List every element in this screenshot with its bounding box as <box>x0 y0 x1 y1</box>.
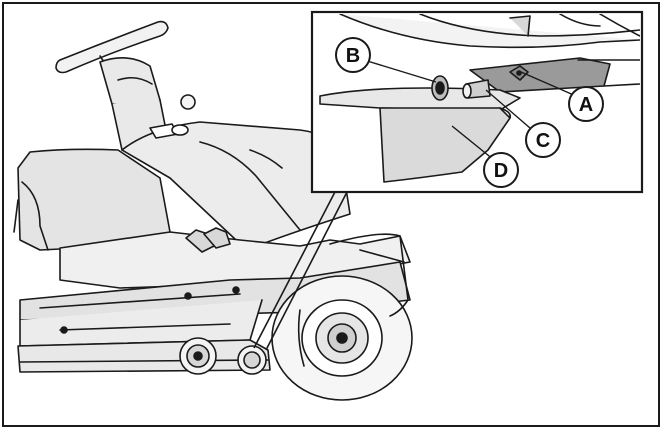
leader-b <box>363 59 437 83</box>
a-bolt <box>509 65 529 81</box>
deflector-panel <box>379 107 511 183</box>
leader-d <box>451 125 495 161</box>
callout-c: C <box>525 122 561 158</box>
callout-d: D <box>483 152 519 188</box>
leader-lines <box>363 59 577 161</box>
throttle-knob <box>180 94 196 110</box>
callout-a-label: A <box>579 94 593 116</box>
rear-wheel <box>271 275 413 401</box>
mower-illustration <box>13 20 413 401</box>
callout-d-label: D <box>494 160 508 182</box>
cutting-deck <box>17 339 271 373</box>
callout-c-label: C <box>536 130 550 152</box>
callout-b: B <box>335 37 371 73</box>
b-washer <box>431 75 449 101</box>
deck-wheel-front <box>179 337 217 375</box>
detail-pointer <box>253 189 349 351</box>
callout-a: A <box>568 86 604 122</box>
leader-a <box>520 71 577 97</box>
leader-c <box>485 89 531 129</box>
callout-b-label: B <box>346 45 360 67</box>
rear-fender <box>329 233 409 317</box>
c-pin <box>462 79 491 99</box>
deck-wheel-rear <box>237 345 267 375</box>
